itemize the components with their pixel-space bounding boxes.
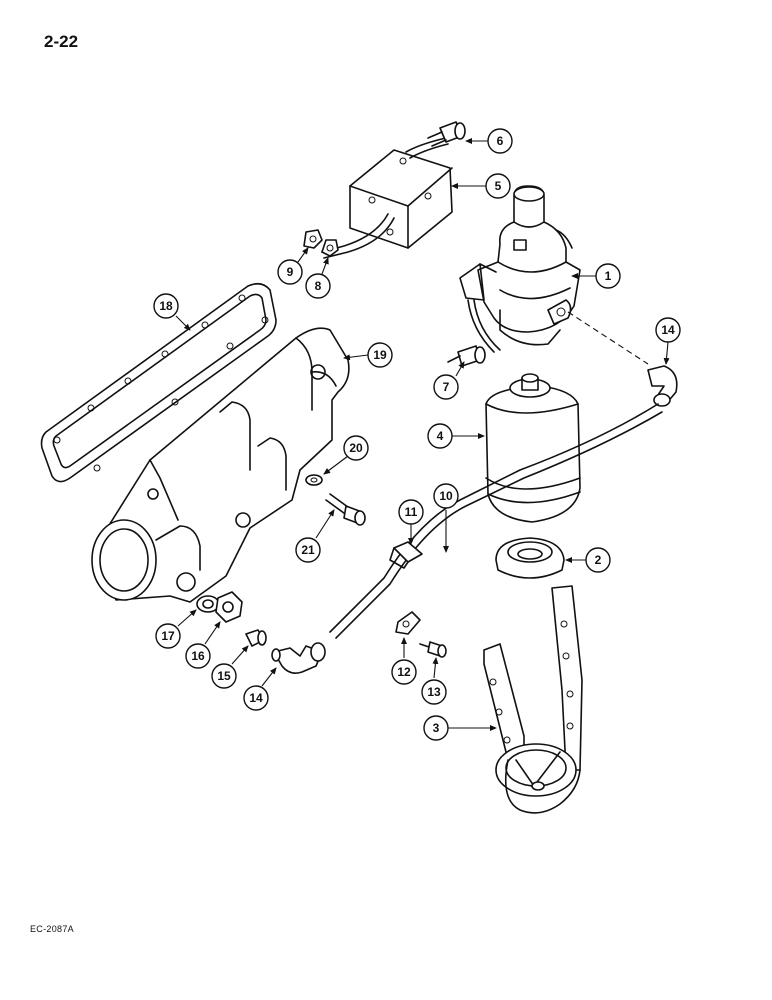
callout-6: 6 [487,128,513,154]
elbow-fitting-lower [271,642,326,674]
elbow-fitting-upper [647,365,678,407]
adapter-part-16 [215,591,243,623]
callout-label: 11 [405,505,418,519]
callout-label: 18 [159,299,173,313]
callout-label: 7 [443,380,450,394]
callout-4: 4 [427,423,453,449]
callout-20: 20 [343,435,369,461]
callout-8: 8 [305,273,331,299]
screw-part-13 [419,641,447,658]
callout-label: 17 [161,629,175,643]
assembly-line [567,311,649,365]
callout-label: 10 [439,489,453,503]
callout-19: 19 [367,342,393,368]
callout-2: 2 [585,547,611,573]
callout-14-lower: 14 [243,685,269,711]
clip-part [395,611,421,635]
figure-code: EC-2087A [30,924,74,934]
callout-13: 13 [421,679,447,705]
nut-parts [303,229,339,257]
callout-label: 3 [433,721,440,735]
callout-16: 16 [185,643,211,669]
callout-label: 5 [495,179,502,193]
callout-label: 21 [301,543,315,557]
callout-10: 10 [433,483,459,509]
callout-label: 16 [191,649,205,663]
screw-part-7 [447,345,486,367]
callout-label: 20 [349,441,363,455]
bolt-part-21 [325,493,366,526]
washer-part-17 [196,595,220,613]
callout-14-upper: 14 [655,317,681,343]
leader-lines [175,138,670,731]
page-number: 2-22 [44,32,79,51]
filter-head-part [459,185,581,353]
callout-3: 3 [423,715,449,741]
callout-15: 15 [211,663,237,689]
callout-9: 9 [277,259,303,285]
callout-label: 2 [595,553,602,567]
filter-element-part [485,373,581,523]
callout-label: 12 [397,665,411,679]
callout-label: 19 [373,348,387,362]
callout-label: 9 [287,265,294,279]
washer-part-20 [305,474,323,486]
callout-label: 14 [249,691,263,705]
callout-17: 17 [155,623,181,649]
callout-label: 14 [661,323,675,337]
callout-5: 5 [485,173,511,199]
grommet-part [495,537,565,579]
callout-label: 8 [315,279,322,293]
connector-part-15 [245,629,267,647]
callout-label: 4 [437,429,444,443]
sleeve-part [389,541,423,569]
callout-label: 1 [605,269,612,283]
mounting-strap-part [483,585,583,814]
callout-label: 15 [217,669,231,683]
callout-1: 1 [595,263,621,289]
manifold-part [91,327,350,603]
bracket-part [321,137,453,259]
callout-12: 12 [391,659,417,685]
screw-part-6 [427,121,466,147]
callout-21: 21 [295,537,321,563]
callout-label: 6 [497,134,504,148]
callout-11: 11 [398,499,424,525]
callout-18: 18 [153,293,179,319]
callout-label: 13 [427,685,441,699]
gasket-part [40,282,277,483]
callout-7: 7 [433,374,459,400]
